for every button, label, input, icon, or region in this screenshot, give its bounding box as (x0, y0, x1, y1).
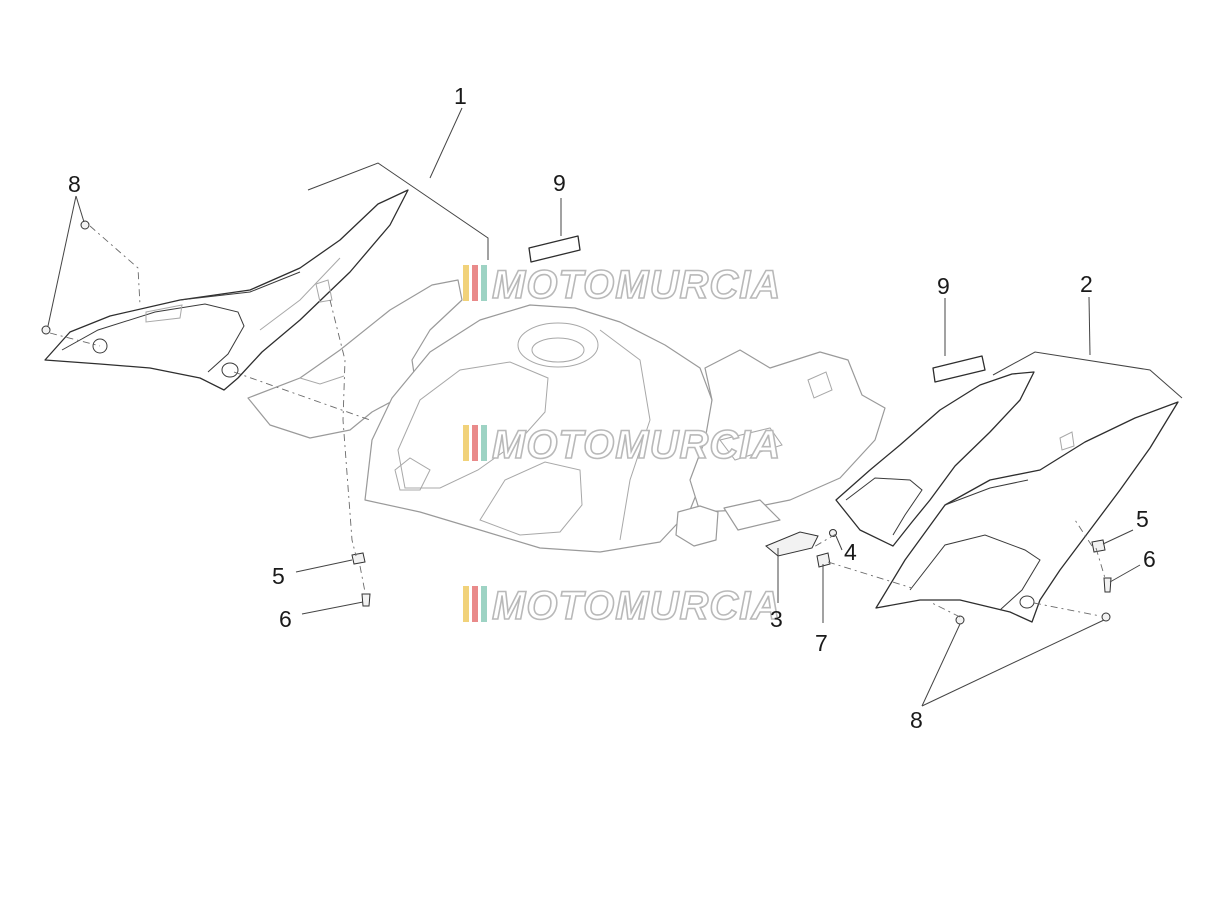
callout-7: 7 (815, 630, 828, 656)
left-inner-panel (247, 279, 463, 439)
callout-8-right: 8 (910, 707, 923, 733)
watermark-stripe-3 (481, 265, 487, 301)
left-side-panel (44, 189, 409, 391)
adhesive-pad-right (932, 355, 986, 383)
adhesive-pad-left (528, 235, 581, 263)
watermark-stripe-1 (463, 586, 469, 622)
tank-frame (675, 349, 886, 547)
callout-8-left: 8 (68, 171, 81, 197)
callout-leaders (47, 195, 1141, 707)
callout-5-left: 5 (272, 563, 285, 589)
right-side-panel (875, 401, 1179, 623)
callout-2: 2 (1080, 271, 1093, 297)
watermark-stripe-3 (481, 586, 487, 622)
hardware-items (41, 220, 1112, 625)
callout-6-left: 6 (279, 606, 292, 632)
callout-1: 1 (454, 83, 467, 109)
watermark-text: MOTOMURCIA (492, 263, 781, 307)
tank-cover (364, 304, 713, 553)
callout-9-right: 9 (937, 273, 950, 299)
watermark-stripe-3 (481, 425, 487, 461)
callout-6-right: 6 (1143, 546, 1156, 572)
callout-5-right: 5 (1136, 506, 1149, 532)
assembly-1-bracket (307, 107, 489, 260)
watermark-stripe-2 (472, 425, 478, 461)
callout-3: 3 (770, 606, 783, 632)
watermark-bottom: MOTOMURCIA (463, 583, 781, 629)
watermark-text: MOTOMURCIA (492, 584, 781, 628)
watermark-stripe-2 (472, 265, 478, 301)
assembly-2-bracket (992, 296, 1183, 399)
callout-labels: 1 2 3 4 5 5 6 6 7 8 8 9 9 (68, 83, 1156, 733)
watermark-stripe-1 (463, 265, 469, 301)
assembly-dash-lines (49, 225, 1106, 618)
right-inner-panel (835, 371, 1035, 547)
watermark-stripe-2 (472, 586, 478, 622)
watermark-text: MOTOMURCIA (492, 423, 781, 467)
watermark-middle: MOTOMURCIA (463, 422, 781, 468)
callout-4: 4 (844, 539, 857, 565)
watermark-top: MOTOMURCIA (463, 262, 781, 308)
watermark-stripe-1 (463, 425, 469, 461)
callout-9-left: 9 (553, 170, 566, 196)
